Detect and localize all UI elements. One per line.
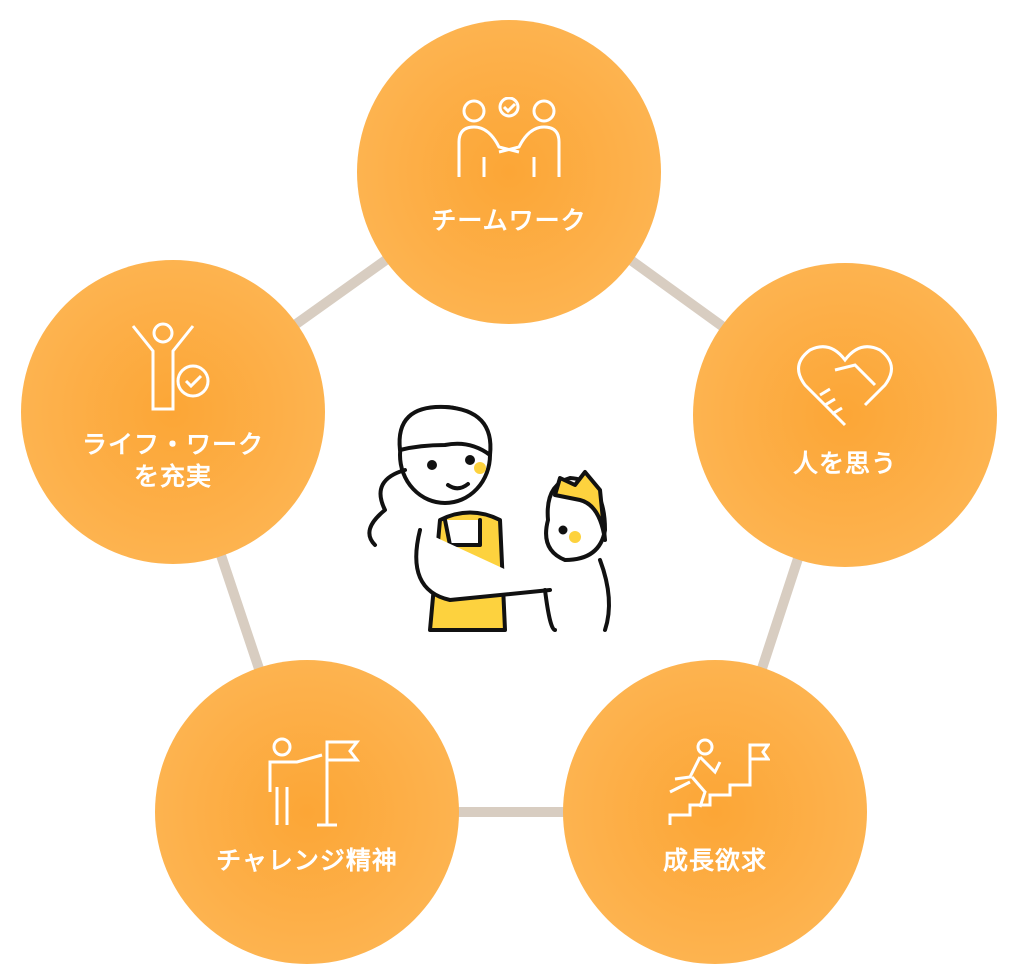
- value-node-challenge: チャレンジ精神: [155, 660, 459, 964]
- person-flag-icon: [268, 737, 361, 827]
- value-node-teamwork: チームワーク: [357, 20, 661, 324]
- teamwork-icon: [457, 96, 561, 177]
- value-node-life-work: ライフ・ワーク を充実: [21, 260, 325, 564]
- heart-handshake-icon: [797, 344, 893, 426]
- value-label: チームワーク: [431, 205, 587, 235]
- value-label: 人を思う: [792, 448, 897, 478]
- value-label: 成長欲求: [662, 845, 767, 875]
- value-label: ライフ・ワーク を充実: [81, 429, 264, 492]
- value-node-growth: 成長欲求: [563, 660, 867, 964]
- stairs-runner-flag-icon: [668, 738, 770, 825]
- person-check-icon: [131, 322, 210, 410]
- teacher-child-illustration: [367, 404, 611, 632]
- value-node-care: 人を思う: [693, 263, 997, 567]
- value-label: チャレンジ精神: [216, 845, 398, 875]
